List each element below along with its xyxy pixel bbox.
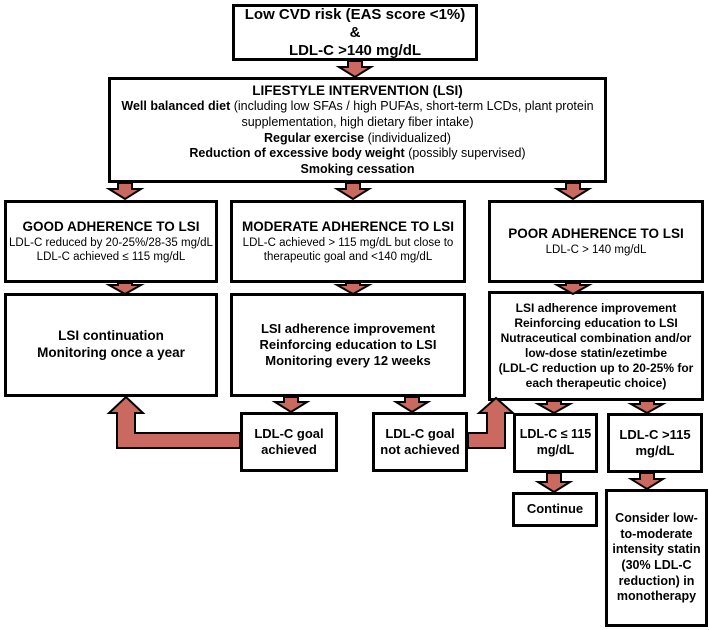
goal-achieved-box: LDL-C goal achieved [240,412,338,472]
poor-action-line-4: (LDL-C reduction up to 20-25% for each t… [498,361,694,390]
risk-line-3: LDL-C >140 mg/dL [288,41,422,59]
moderate-action-box: LSI adherence improvement Reinforcing ed… [230,293,466,397]
risk-box: Low CVD risk (EAS score <1%) & LDL-C >14… [232,4,478,61]
moderate-adherence-box: MODERATE ADHERENCE TO LSI LDL-C achieved… [230,200,466,283]
good-adherence-line-1: LDL-C reduced by 20-25%/28-35 mg/dL [9,236,213,249]
poor-action-line-1: LSI adherence improvement [515,301,677,315]
lsi-item-weight-bold: Reduction of excessive body weight [189,146,405,161]
moderate-action-line-3: Monitoring every 12 weeks [265,353,431,369]
risk-line-1: Low CVD risk (EAS score <1%) [244,5,466,23]
arrow-goal-not-achieved-return-icon [466,396,516,450]
continue-box: Continue [512,492,598,527]
lsi-continuation-box: LSI continuation Monitoring once a year [4,293,218,397]
arrow-lsi-to-good-icon [105,182,145,201]
arrow-action-to-goal-not-achieved-icon [392,396,432,414]
poor-action-line-2: Reinforcing education to LSI [514,316,678,330]
lsi-item-weight: Reduction of excessive body weight (poss… [189,146,525,162]
ldl-above-115-text: LDL-C >115 mg/dL [619,426,691,458]
arrow-goal-achieved-return-icon [103,395,245,450]
continuation-line-1: LSI continuation [58,328,164,344]
arrow-ldl-below-to-continue-icon [534,472,574,494]
risk-line-2: & [349,23,361,41]
poor-action-box: LSI adherence improvement Reinforcing ed… [488,291,704,401]
good-adherence-title: GOOD ADHERENCE TO LSI [22,218,200,234]
moderate-adherence-body: LDL-C achieved > 115 mg/dL but close to … [242,236,454,263]
arrow-ldl-above-to-consider-icon [627,472,667,491]
good-adherence-box: GOOD ADHERENCE TO LSI LDL-C reduced by 2… [4,200,218,283]
poor-adherence-title: POOR ADHERENCE TO LSI [508,225,684,241]
arrow-lsi-to-moderate-icon [333,182,373,201]
lsi-item-smoking: Smoking cessation [301,162,415,178]
lsi-item-diet-bold: Well balanced diet [121,99,231,114]
lsi-item-smoking-bold: Smoking cessation [300,161,415,176]
arrow-lsi-to-poor-icon [553,182,593,201]
goal-not-achieved-text: LDL-C goal not achieved [380,425,460,457]
arrow-pooraction-to-ldl-above-icon [627,400,667,415]
good-adherence-line-2: LDL-C achieved ≤ 115 mg/dL [36,250,186,263]
arrow-moderate-to-action-icon [333,282,373,296]
lsi-item-weight-rest: (possibly supervised) [404,146,526,161]
ldl-below-115-text: LDL-C ≤ 115 mg/dL [519,427,592,457]
lifestyle-intervention-box: LIFESTYLE INTERVENTION (LSI) Well balanc… [108,77,607,183]
arrow-risk-to-lsi-icon [335,60,375,79]
lsi-item-exercise-bold: Regular exercise [264,130,365,145]
consider-statin-text: Consider low-to-moderate intensity stati… [612,511,701,604]
lsi-title: LIFESTYLE INTERVENTION (LSI) [252,82,463,98]
goal-not-achieved-box: LDL-C goal not achieved [372,412,468,472]
moderate-action-line-1: LSI adherence improvement [260,320,436,336]
arrow-action-to-goal-achieved-icon [271,396,311,414]
lsi-item-diet: Well balanced diet (including low SFAs /… [117,99,598,130]
lsi-item-exercise-rest: (individualized) [364,130,451,145]
lsi-item-exercise: Regular exercise (individualized) [264,131,451,147]
lsi-item-diet-rest: (including low SFAs / high PUFAs, short-… [230,99,594,129]
arrow-good-to-continuation-icon [105,282,145,296]
poor-adherence-body: LDL-C > 140 mg/dL [545,243,647,256]
ldl-above-115-box: LDL-C >115 mg/dL [607,413,703,473]
continue-text: Continue [526,501,584,517]
continuation-line-2: Monitoring once a year [37,345,185,360]
moderate-adherence-title: MODERATE ADHERENCE TO LSI [241,218,454,234]
poor-action-line-3: Nutraceutical combination and/or low-dos… [500,331,692,360]
goal-achieved-text: LDL-C goal achieved [254,425,324,457]
arrow-pooraction-to-ldl-below-icon [534,400,574,415]
arrow-poor-to-action-icon [553,282,593,296]
moderate-action-line-2: Reinforcing education to LSI [259,336,437,352]
poor-adherence-box: POOR ADHERENCE TO LSI LDL-C > 140 mg/dL [488,200,704,283]
ldl-below-115-box: LDL-C ≤ 115 mg/dL [513,413,598,473]
consider-statin-box: Consider low-to-moderate intensity stati… [605,489,708,627]
